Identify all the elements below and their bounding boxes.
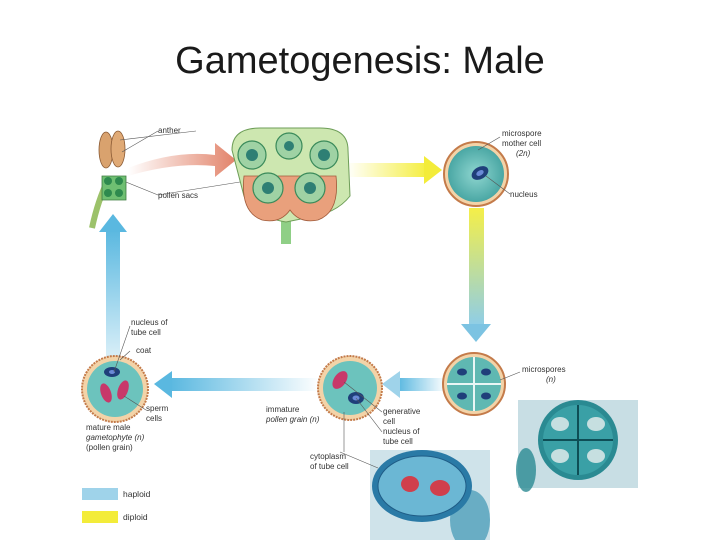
slide-title: Gametogenesis: Male	[175, 40, 545, 82]
legend-diploid-label: diploid	[123, 512, 148, 522]
legend-haploid-label: haploid	[123, 489, 151, 499]
label-immature-1: immature	[266, 405, 300, 414]
leader-lines	[113, 130, 521, 469]
label-pollen-sacs: pollen sacs	[158, 191, 198, 200]
label-microspore-mother-cell-2: mother cell	[502, 139, 541, 148]
micrograph-pollen	[370, 450, 490, 540]
arrow-up-to-anther	[99, 214, 127, 358]
label-nucleus: nucleus	[510, 190, 538, 199]
microspore-tetrad	[442, 352, 506, 416]
label-generative-2: cell	[383, 417, 395, 426]
arrow-to-mother-cell	[346, 156, 442, 184]
legend: haploid diploid	[82, 488, 151, 523]
label-microspore-mother-cell-1: microspore	[502, 129, 542, 138]
label-cytoplasm-2: of tube cell	[310, 462, 349, 471]
stamen-illustration	[89, 130, 127, 229]
label-anther: anther	[158, 126, 181, 135]
immature-pollen-grain	[317, 355, 383, 421]
legend-diploid-swatch	[82, 511, 118, 523]
anther-cross-section	[231, 127, 351, 244]
label-nucleus-tube-cell-2: tube cell	[131, 328, 161, 337]
arrow-to-mature-pollen	[154, 371, 320, 398]
arrow-to-immature-pollen	[382, 371, 446, 398]
label-mature-male-1: mature male	[86, 423, 131, 432]
label-mature-male-3: (pollen grain)	[86, 443, 133, 452]
label-coat: coat	[136, 346, 152, 355]
arrow-anther-to-sacs	[128, 143, 236, 177]
label-generative-4: tube cell	[383, 437, 413, 446]
mature-pollen-grain	[81, 355, 149, 423]
label-generative-3: nucleus of	[383, 427, 420, 436]
label-microspores-2: (n)	[546, 375, 556, 384]
label-microspores-1: microspores	[522, 365, 566, 374]
legend-haploid-swatch	[82, 488, 118, 500]
micrograph-tetrad	[516, 400, 638, 492]
arrow-down-to-microspores	[461, 208, 491, 342]
label-cytoplasm-1: cytoplasm	[310, 452, 346, 461]
label-immature-2: pollen grain (n)	[265, 415, 320, 424]
label-mature-male-2: gametophyte (n)	[86, 433, 145, 442]
microspore-mother-cell	[443, 141, 509, 207]
label-nucleus-tube-cell-1: nucleus of	[131, 318, 168, 327]
label-sperm-cells-1: sperm	[146, 404, 169, 413]
label-generative-1: generative	[383, 407, 421, 416]
label-sperm-cells-2: cells	[146, 414, 162, 423]
label-microspore-mother-cell-3: (2n)	[516, 149, 531, 158]
